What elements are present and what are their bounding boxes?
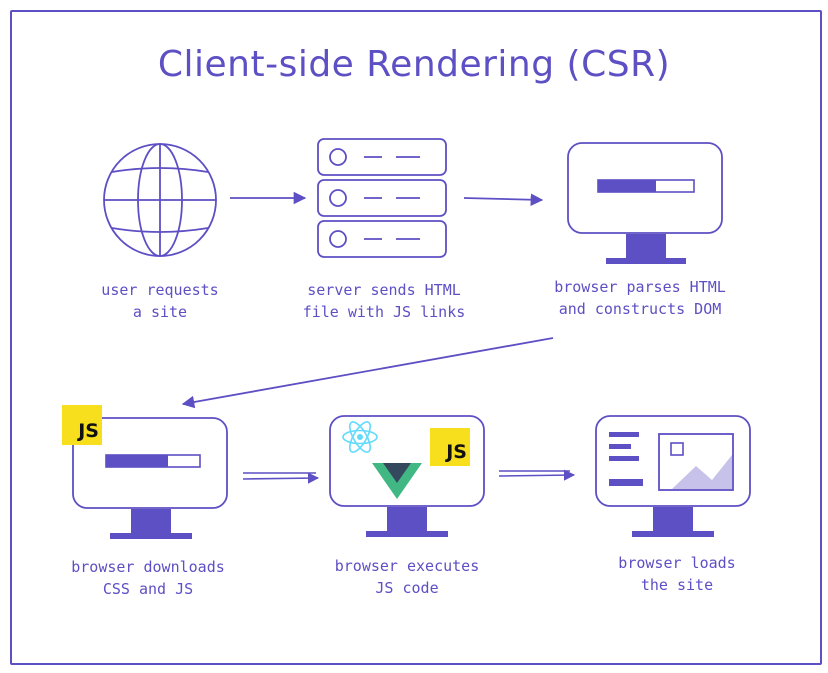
step-caption-browser-downloads: browser downloads CSS and JS xyxy=(28,556,268,600)
arrow-4 xyxy=(242,472,320,484)
step-caption-browser-loads: browser loads the site xyxy=(557,552,797,596)
diagram-title: Client-side Rendering (CSR) xyxy=(157,44,671,85)
caption-line: browser downloads xyxy=(71,558,225,576)
server-icon xyxy=(317,138,447,258)
caption-line: server sends HTML xyxy=(307,281,461,299)
caption-line: user requests xyxy=(101,281,219,299)
globe-icon xyxy=(103,143,217,257)
caption-line: and constructs DOM xyxy=(558,300,722,318)
arrow-3 xyxy=(181,337,554,409)
step-caption-browser-executes: browser executes JS code xyxy=(287,555,527,599)
javascript-badge: JS xyxy=(430,428,470,466)
caption-line: JS code xyxy=(375,579,439,597)
javascript-badge: JS xyxy=(62,405,102,445)
caption-line: CSS and JS xyxy=(102,580,194,598)
step-caption-browser-parses: browser parses HTML and constructs DOM xyxy=(520,276,760,320)
vue-logo-icon xyxy=(372,463,422,499)
caption-line: the site xyxy=(640,576,714,594)
caption-line: browser loads xyxy=(618,554,736,572)
caption-line: a site xyxy=(132,303,188,321)
monitor-icon xyxy=(567,142,723,264)
diagram-frame xyxy=(10,10,822,665)
caption-line: browser executes xyxy=(334,557,480,575)
arrow-5 xyxy=(498,469,576,481)
step-caption-user-requests: user requests a site xyxy=(40,279,280,323)
arrow-2 xyxy=(463,193,544,207)
monitor-icon xyxy=(72,417,228,539)
caption-line: file with JS links xyxy=(302,303,466,321)
caption-line: browser parses HTML xyxy=(554,278,726,296)
react-logo-icon xyxy=(342,421,378,453)
image-icon xyxy=(658,433,734,491)
step-caption-server-sends: server sends HTML file with JS links xyxy=(264,279,504,323)
